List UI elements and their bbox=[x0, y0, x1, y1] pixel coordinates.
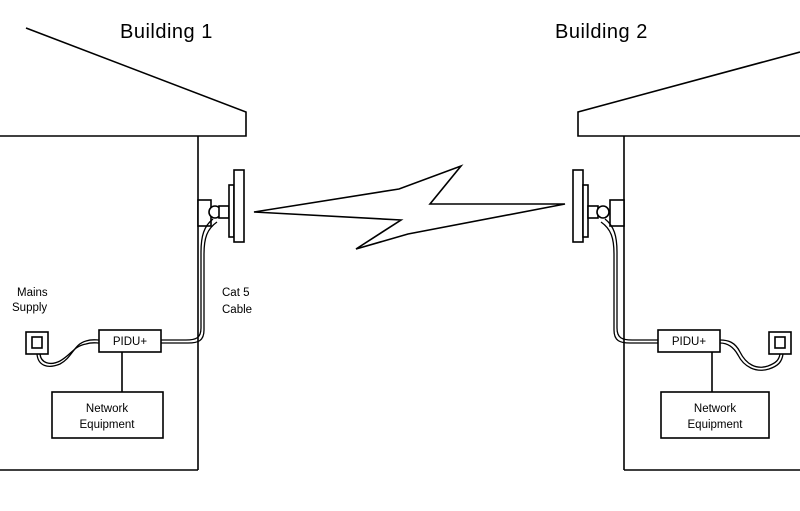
network-equipment-left-box bbox=[52, 392, 163, 438]
pidu-right-label: PIDU+ bbox=[672, 336, 706, 348]
cat5-cable-right bbox=[605, 219, 658, 340]
mains-supply-label-line2: Supply bbox=[12, 302, 47, 314]
building-1-roof bbox=[0, 28, 246, 136]
antenna-left-dish bbox=[234, 170, 244, 242]
network-equipment-right-line1: Network bbox=[694, 403, 736, 415]
antenna-right bbox=[573, 170, 624, 242]
antenna-right-mount bbox=[597, 206, 609, 218]
cat5-cable-left-inner bbox=[161, 222, 217, 343]
antenna-left bbox=[198, 170, 244, 242]
network-equipment-left-line2: Equipment bbox=[80, 419, 136, 431]
mains-supply-label-line1: Mains bbox=[17, 287, 48, 299]
network-equipment-right-box bbox=[661, 392, 769, 438]
antenna-right-bracket bbox=[610, 200, 624, 226]
network-equipment-right-line2: Equipment bbox=[688, 419, 744, 431]
cat5-cable-label-line2: Cable bbox=[222, 304, 252, 316]
building-1-title: Building 1 bbox=[120, 21, 213, 43]
wireless-link-bolt bbox=[254, 166, 565, 249]
cat5-cable-right-inner bbox=[601, 222, 658, 343]
mains-cable-left-inner bbox=[40, 343, 99, 364]
network-equipment-left-line1: Network bbox=[86, 403, 128, 415]
building-2-roof bbox=[578, 52, 800, 136]
antenna-left-arm bbox=[219, 206, 229, 218]
mains-socket-right bbox=[769, 332, 791, 354]
antenna-right-dish bbox=[573, 170, 583, 242]
mains-socket-left bbox=[26, 332, 48, 354]
pidu-left-label: PIDU+ bbox=[113, 336, 147, 348]
cat5-cable-label-line1: Cat 5 bbox=[222, 287, 250, 299]
building-2-title: Building 2 bbox=[555, 21, 648, 43]
cat5-cable-left bbox=[161, 219, 213, 340]
